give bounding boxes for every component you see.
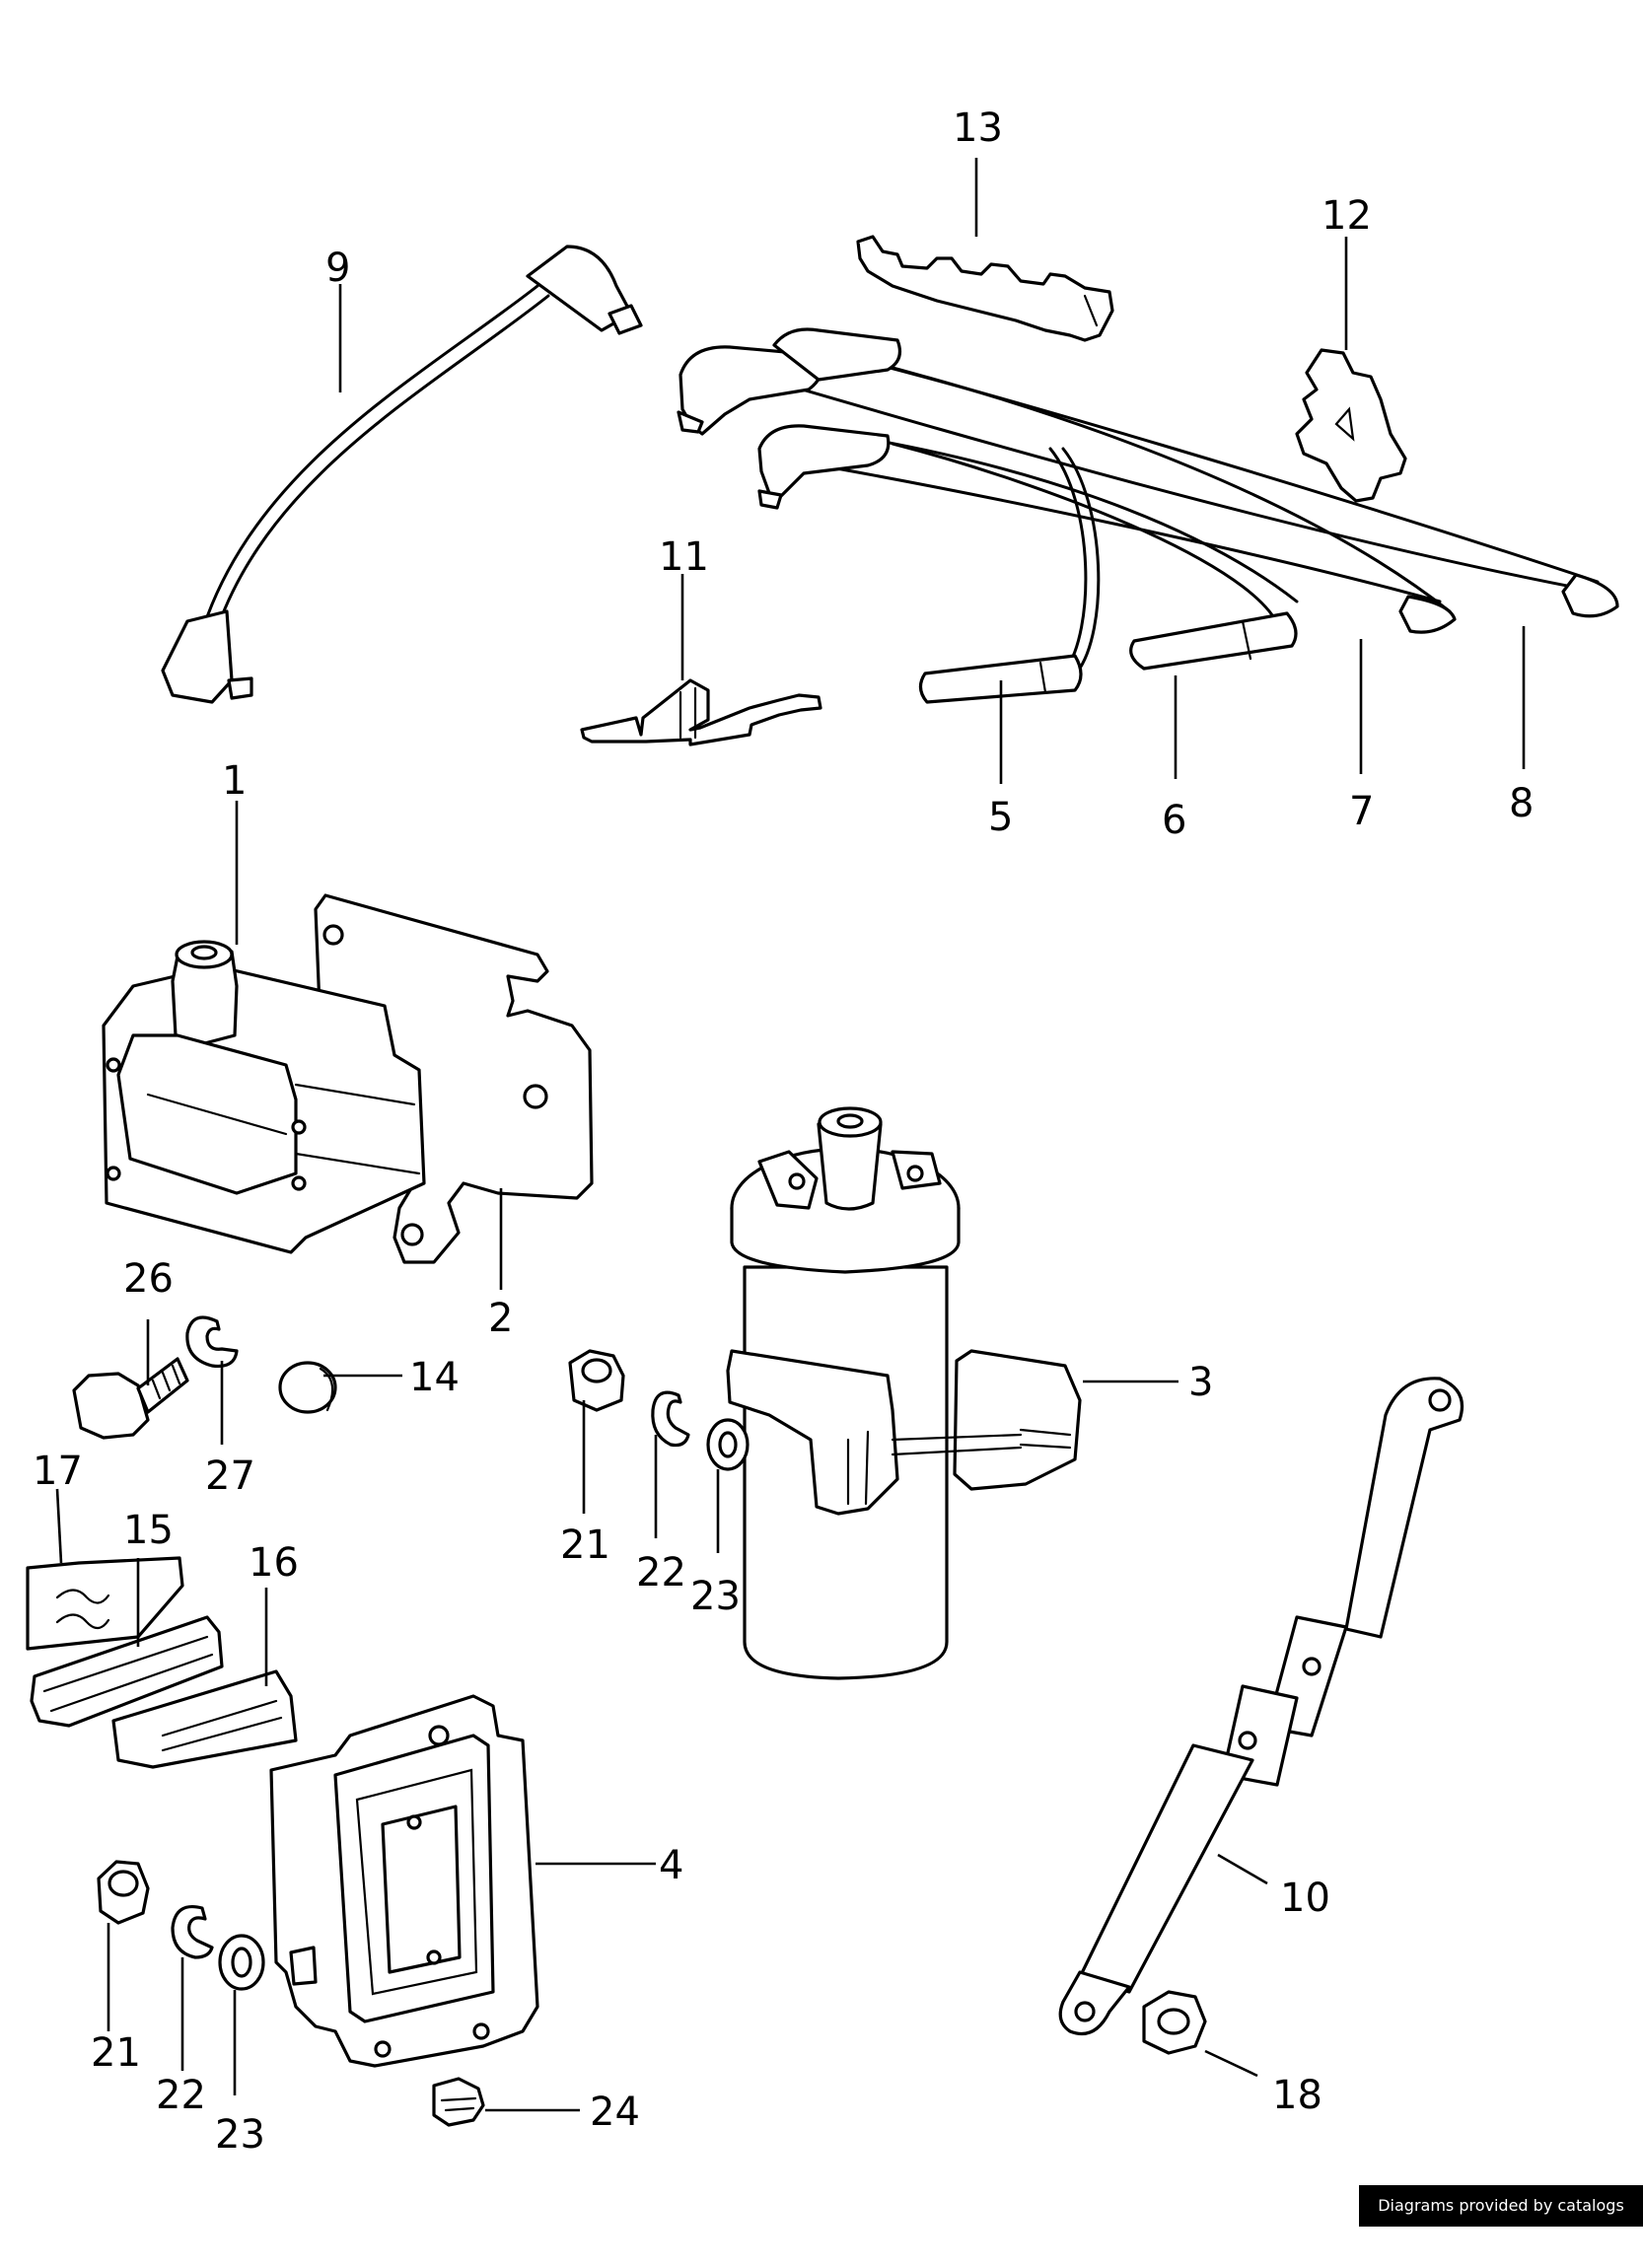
callouts: 1 2 3 4 5 6 7 8 9 10 11 12 13 14 15 16 1… (33, 106, 1534, 2158)
callout-6: 6 (1162, 798, 1186, 843)
part-9-ignition-lead (161, 245, 643, 704)
part-11-spark-plug (580, 678, 822, 746)
part-13-lead-holder (856, 235, 1114, 342)
callout-26: 26 (123, 1256, 174, 1302)
callout-14: 14 (409, 1355, 460, 1400)
callout-18: 18 (1272, 2073, 1322, 2118)
part-3-coil (726, 1106, 1082, 1680)
callout-10: 10 (1280, 1876, 1330, 1921)
callout-17: 17 (33, 1449, 83, 1494)
callout-21-upper: 21 (560, 1523, 610, 1568)
part-10-strut (1058, 1377, 1464, 2036)
part-24-nut (432, 2077, 485, 2127)
part-4-control-unit (269, 1694, 539, 2068)
callout-24: 24 (590, 2090, 640, 2135)
callout-4: 4 (659, 1843, 683, 1888)
credit-banner: Diagrams provided by catalogs parts (1359, 2185, 1643, 2256)
part-18-nut (1142, 1990, 1207, 2055)
callout-5: 5 (988, 795, 1013, 840)
callout-9: 9 (325, 246, 350, 291)
part-12-clip (1295, 348, 1407, 503)
callout-22-lower: 22 (156, 2073, 206, 2118)
callout-23-upper: 23 (690, 1574, 741, 1619)
callout-21-lower: 21 (91, 2030, 141, 2076)
callout-16: 16 (249, 1540, 299, 1586)
callout-7: 7 (1349, 789, 1374, 834)
callout-1: 1 (222, 758, 247, 804)
callout-23-lower: 23 (215, 2112, 265, 2158)
callout-27: 27 (205, 1453, 255, 1499)
callout-12: 12 (1322, 193, 1372, 239)
part-21-22-23-upper (568, 1349, 750, 1471)
part-5-8-lead-set (677, 327, 1619, 704)
part-27-circlip (185, 1315, 239, 1369)
callout-11: 11 (659, 534, 709, 580)
part-26-bolt (72, 1357, 189, 1440)
callout-8: 8 (1509, 781, 1534, 826)
part-17-15-16-gaskets (26, 1556, 298, 1769)
callout-2: 2 (488, 1296, 513, 1341)
callout-15: 15 (123, 1508, 174, 1553)
part-1-2-coil-assembly (102, 893, 594, 1264)
callout-3: 3 (1188, 1360, 1213, 1405)
part-14-cap (278, 1361, 337, 1414)
callout-22-upper: 22 (636, 1550, 686, 1595)
leader-lines (55, 158, 1526, 2112)
callout-13: 13 (953, 106, 1003, 151)
part-21-22-23-lower (97, 1860, 265, 1991)
